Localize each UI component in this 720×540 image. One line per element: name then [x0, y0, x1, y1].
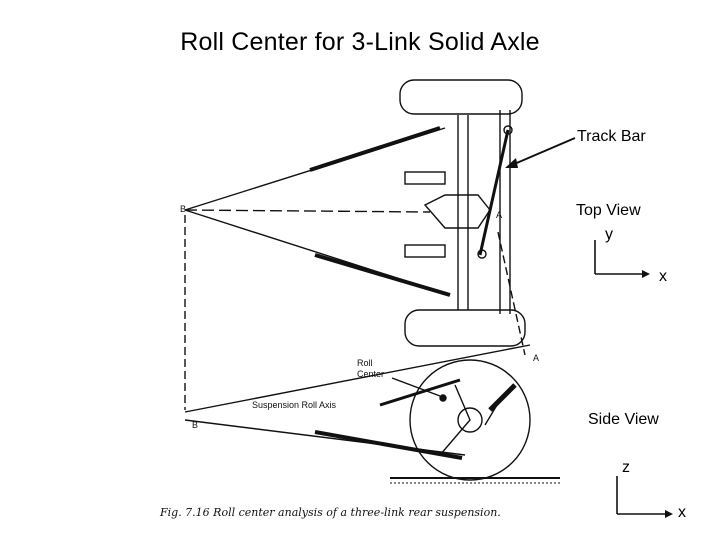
figure-caption: Fig. 7.16 Roll center analysis of a thre… [159, 506, 501, 519]
roll-axis-label: Suspension Roll Axis [252, 400, 337, 410]
upper-tire [399, 79, 523, 115]
point-b2-label: B [192, 420, 198, 430]
side-view-label: Side View [588, 411, 659, 428]
roll-center-point [439, 394, 447, 402]
top-view-label: Top View [576, 202, 641, 219]
page-title: Roll Center for 3-Link Solid Axle [180, 28, 540, 56]
track-bar-label: Track Bar [577, 128, 646, 145]
roll-center-label-2: Center [357, 369, 384, 379]
roll-center-label-1: Roll [357, 358, 373, 368]
top-axis-x-label: x [659, 268, 667, 285]
point-b-label: B [180, 204, 186, 214]
side-wheel [409, 359, 531, 481]
track-bar [478, 129, 510, 256]
track-bar-arrow [511, 137, 576, 166]
top-axis-y-label: y [605, 226, 613, 243]
point-a2-label: A [533, 353, 539, 363]
suspension-roll-axis [184, 344, 531, 413]
lower-tire [404, 309, 526, 347]
side-axis-x-label: x [678, 504, 686, 521]
side-axis-z-label: z [622, 459, 630, 476]
point-a-label: A [496, 210, 502, 220]
